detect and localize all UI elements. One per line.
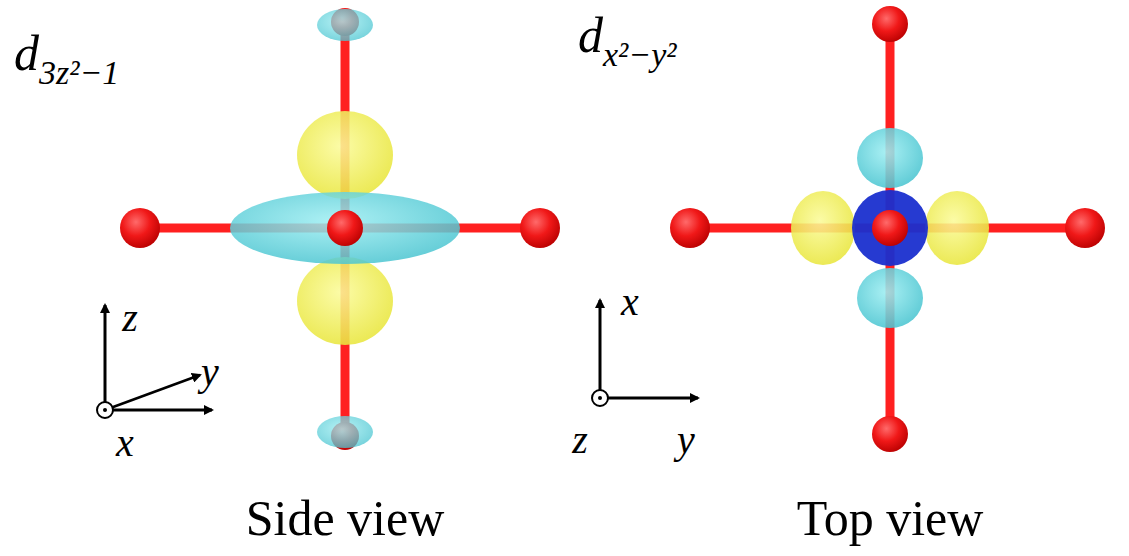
axis-label: y	[677, 420, 695, 460]
axis-label: x	[621, 282, 639, 322]
view-caption: Top view	[797, 493, 984, 543]
axis-label: z	[122, 298, 138, 338]
axis-label: y	[201, 352, 219, 392]
side-axes	[97, 305, 212, 418]
top-view-structure	[670, 6, 1105, 452]
view-caption: Side view	[246, 493, 445, 543]
orbital-subscript: x²−y²	[603, 36, 677, 73]
axis-label: x	[116, 423, 134, 463]
side-view-structure	[120, 8, 560, 450]
axis-label: z	[572, 420, 588, 460]
top-axes	[592, 300, 698, 406]
orbital-letter: d	[14, 25, 39, 81]
orbital-title: dx²−y²	[578, 10, 677, 60]
orbital-title: d3z²−1	[14, 28, 119, 78]
orbital-letter: d	[578, 7, 603, 63]
orbital-subscript: 3z²−1	[39, 54, 119, 91]
